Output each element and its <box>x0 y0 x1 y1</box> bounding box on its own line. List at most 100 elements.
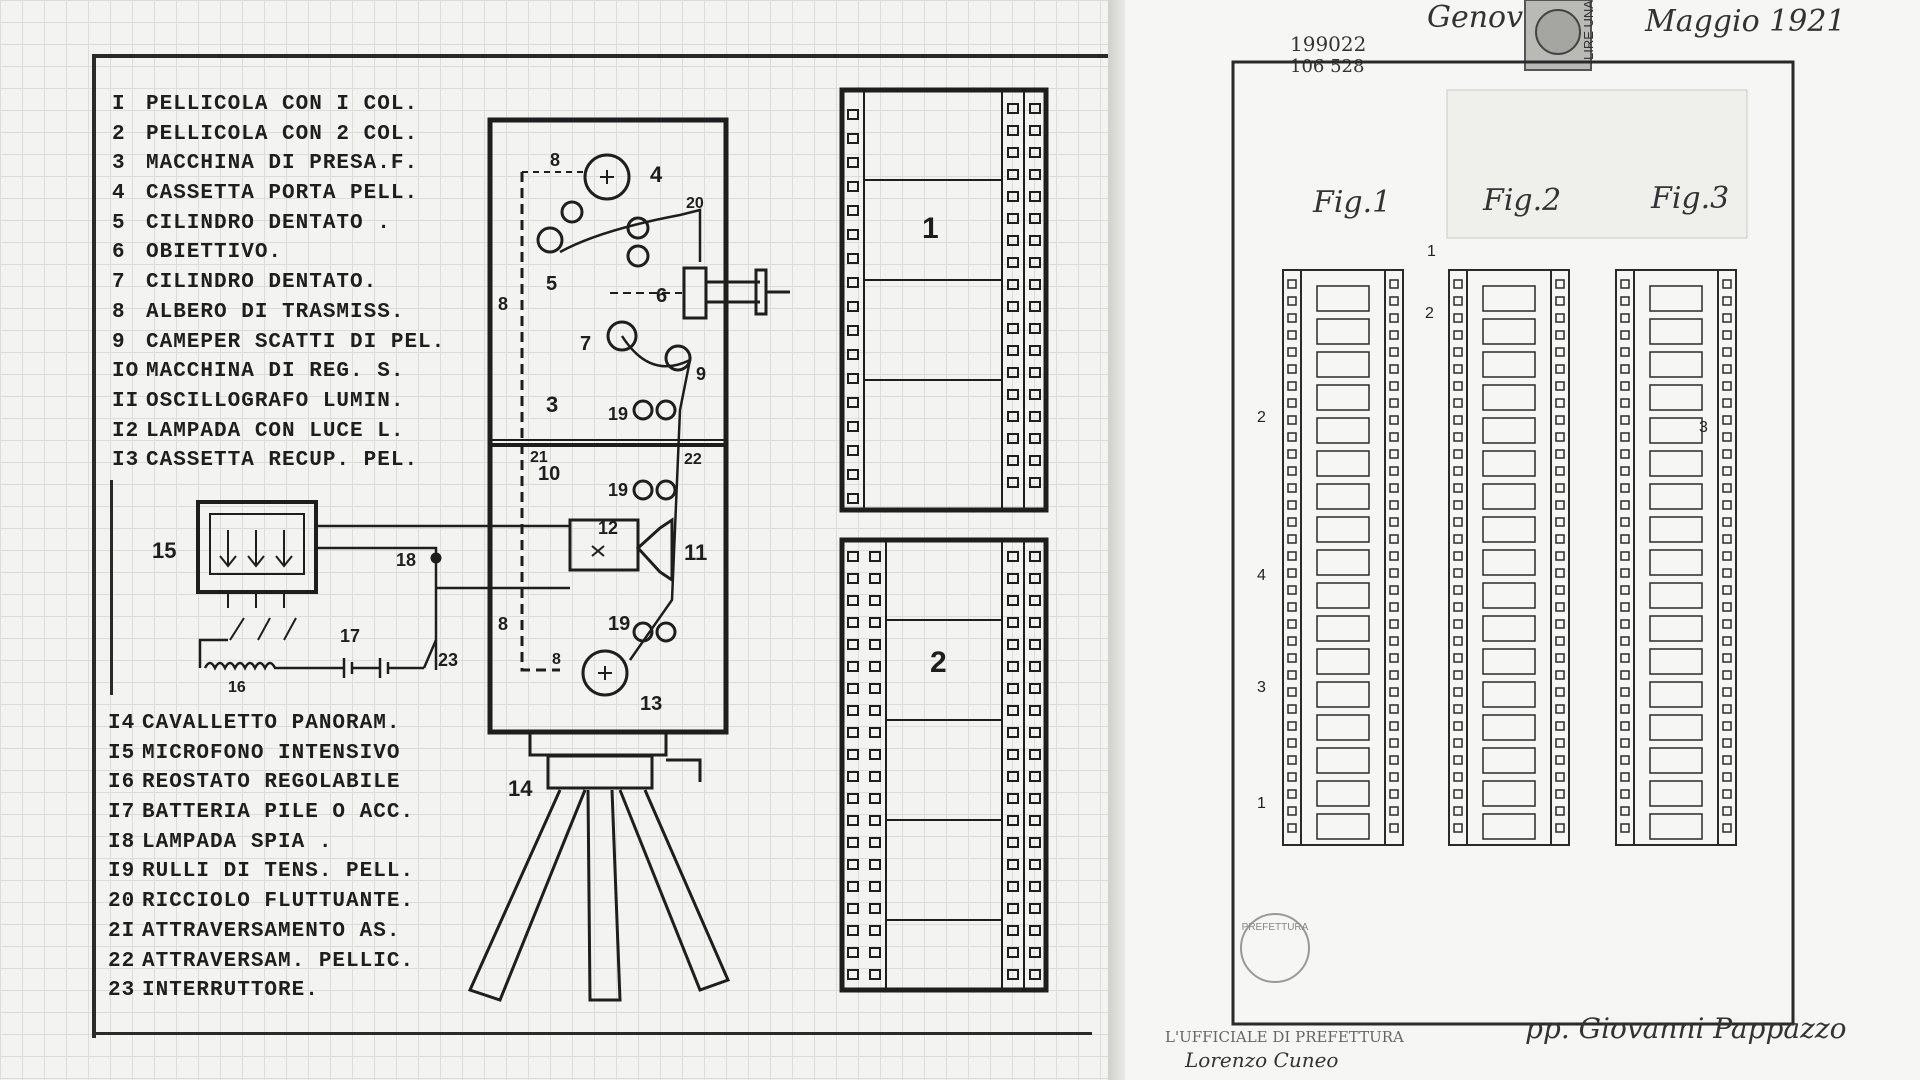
film-perforation <box>1029 477 1041 488</box>
strip-perforation <box>1620 500 1630 510</box>
strip-perforation <box>1555 772 1565 782</box>
strip-perforation <box>1555 585 1565 595</box>
battery <box>330 658 424 678</box>
strip-perforation <box>1620 823 1630 833</box>
strip-perforation <box>1555 330 1565 340</box>
film-perforation <box>1007 595 1019 606</box>
film-perforation <box>1007 323 1019 334</box>
strip-frame <box>1316 813 1370 840</box>
film-perforation <box>847 969 859 980</box>
strip-perforation <box>1555 636 1565 646</box>
strip-perforation <box>1555 551 1565 561</box>
legend-item: 6 OBIETTIVO. <box>112 238 445 268</box>
legend-item-text: OBIETTIVO. <box>146 241 283 265</box>
strip-perforation <box>1722 687 1732 697</box>
film-path-lower <box>620 335 692 661</box>
strip-frame <box>1482 417 1536 444</box>
film-perforation <box>1007 573 1019 584</box>
label-11: 11 <box>684 540 707 565</box>
strip-perforation <box>1453 789 1463 799</box>
film-perforation <box>1029 169 1041 180</box>
strip-frame <box>1482 681 1536 708</box>
tripod-handle <box>666 758 702 782</box>
strip-frame <box>1482 516 1536 543</box>
film-perforation <box>869 793 881 804</box>
film-perforation <box>869 881 881 892</box>
strip-perforation <box>1620 653 1630 663</box>
strip-perforation <box>1287 772 1297 782</box>
strip-perforation <box>1722 449 1732 459</box>
strip-perforation <box>1389 313 1399 323</box>
strip-perforation <box>1722 313 1732 323</box>
legend-item-text: PELLICOLA CON I COL. <box>146 93 419 116</box>
sprocket-5 <box>536 226 564 254</box>
part-label-3b: 3 <box>1257 679 1266 696</box>
legend-item-number: 5 <box>112 211 126 235</box>
strip-perforation <box>1389 296 1399 306</box>
film-perforation <box>1029 639 1041 650</box>
objective-housing <box>682 266 708 320</box>
strip-frame <box>1482 285 1536 312</box>
strip-frame <box>1482 318 1536 345</box>
film-perforation <box>869 771 881 782</box>
strip-perforation <box>1620 398 1630 408</box>
strip-perforation <box>1389 364 1399 374</box>
part-label-1b: 1 <box>1257 795 1266 812</box>
film-perforation <box>1029 573 1041 584</box>
strip-perforation <box>1389 347 1399 357</box>
fig-label-3: Fig.3 <box>1650 181 1729 216</box>
film-perforation <box>1029 903 1041 914</box>
film-perforation <box>847 157 859 168</box>
left-frame-border <box>92 54 1108 1038</box>
film-perforation <box>1007 639 1019 650</box>
strip-frame <box>1482 714 1536 741</box>
strip-perforation <box>1555 687 1565 697</box>
film-perforation <box>847 229 859 240</box>
strip-frame <box>1316 318 1370 345</box>
film-perforation <box>1007 947 1019 958</box>
legend-item-text: CASSETTA PORTA PELL. <box>146 182 419 206</box>
strip-perforation <box>1722 330 1732 340</box>
legend-item-number: 7 <box>112 271 126 295</box>
film-perforation <box>1007 969 1019 980</box>
legend-item-number: 6 <box>112 241 126 265</box>
strip-perforation <box>1287 806 1297 816</box>
legend-item-number: I8 <box>108 830 136 854</box>
strip-perforation <box>1453 330 1463 340</box>
film-perforation <box>1029 969 1041 980</box>
strip-perforation <box>1389 772 1399 782</box>
strip-frame <box>1316 747 1370 774</box>
strip-perforation <box>1389 619 1399 629</box>
strip-frame <box>1316 714 1370 741</box>
prefecture-seal <box>1240 913 1310 983</box>
strip-perforation <box>1389 568 1399 578</box>
strip-perforation <box>1453 721 1463 731</box>
strip-perforation <box>1620 755 1630 765</box>
strip-perforation <box>1555 738 1565 748</box>
strip-perforation <box>1620 432 1630 442</box>
strip-perforation <box>1287 636 1297 646</box>
label-14: 14 <box>508 776 533 801</box>
strip-perforation <box>1389 534 1399 544</box>
film-perforation <box>1007 103 1019 114</box>
film-perforation <box>1007 925 1019 936</box>
film-perforation <box>1029 323 1041 334</box>
film-perforation <box>847 573 859 584</box>
tripod-leg-right <box>618 789 731 992</box>
sprocket-7 <box>606 320 638 352</box>
strip-perforation <box>1620 704 1630 714</box>
film-perforation <box>1029 683 1041 694</box>
strip-perforation <box>1722 364 1732 374</box>
strip-perforation <box>1722 704 1732 714</box>
film-perforation <box>1007 771 1019 782</box>
film-perforation <box>1029 455 1041 466</box>
strip-perforation <box>1389 466 1399 476</box>
tripod-leg-center <box>586 789 622 1002</box>
legend-item-number: I2 <box>112 419 140 443</box>
label-7: 7 <box>580 333 591 355</box>
